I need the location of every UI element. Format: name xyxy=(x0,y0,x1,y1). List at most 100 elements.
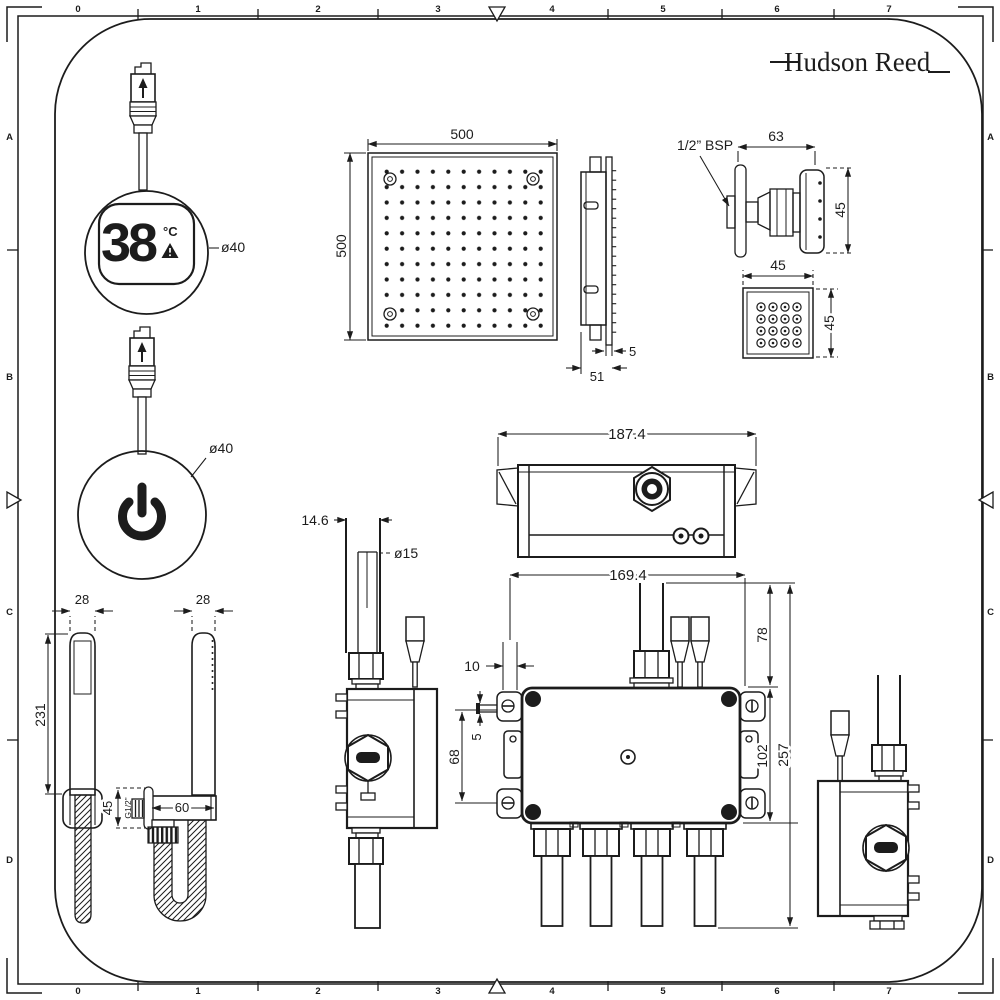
box-bracket-right xyxy=(734,467,757,507)
hose-nut xyxy=(147,826,179,844)
ruler-label: 3 xyxy=(435,4,440,15)
head-screws xyxy=(383,172,540,321)
corner-mark-tr xyxy=(958,6,994,42)
mixer-box-front-view: 169.4 10 5 68 xyxy=(444,565,798,929)
jet-wall-plate xyxy=(734,164,747,258)
power-control: ø40 xyxy=(77,326,236,580)
corner-screw xyxy=(525,804,541,820)
nozzle-ticks xyxy=(612,166,617,338)
center-port xyxy=(620,749,636,765)
dim-pipe-diameter: ø15 xyxy=(394,545,418,561)
ruler-label: 2 xyxy=(315,4,320,15)
valve-pipe-bottom xyxy=(354,863,381,929)
inlet-nut xyxy=(633,650,670,679)
corner-screw xyxy=(721,691,737,707)
dim-handset-side-width: 28 xyxy=(196,592,210,607)
outlet-connector xyxy=(579,821,623,927)
dim-box-top-width: 187.4 xyxy=(608,426,646,443)
center-arrow-left-icon xyxy=(6,490,23,510)
outlet-connector xyxy=(683,821,727,927)
connector-plug-icon xyxy=(128,326,156,455)
dim-pipe-offset: 14.6 xyxy=(301,512,328,528)
ruler-label: 2 xyxy=(315,986,320,997)
ruler-label: D xyxy=(987,855,994,866)
handset-side-nozzles xyxy=(211,640,214,690)
jet-face-outer xyxy=(742,287,814,359)
dim-outlet-height: 45 xyxy=(100,801,115,815)
hose-front xyxy=(74,794,92,924)
nozzle-grid xyxy=(379,164,547,332)
dim-head-height: 500 xyxy=(333,234,349,258)
box-cable-plug-icon xyxy=(690,616,710,688)
dim-bracket-width: 60 xyxy=(175,800,189,815)
power-dial xyxy=(77,450,207,580)
body-jet-front-view: 45 45 xyxy=(742,255,840,359)
brand-name: Hudson Reed xyxy=(784,47,931,77)
corner-mark-bl xyxy=(6,958,42,994)
handset-holder xyxy=(62,788,103,829)
dim-inlet-height: 78 xyxy=(754,627,770,643)
outlet-connector xyxy=(530,821,574,927)
connector-plug-icon xyxy=(129,62,157,191)
warning-icon xyxy=(161,243,179,258)
head-side-body xyxy=(580,171,607,326)
body-jet-side-view: 1/2” BSP 63 45 xyxy=(675,126,853,258)
dim-thermostat-diameter: ø40 xyxy=(221,239,245,255)
outlet-connector xyxy=(630,821,674,927)
ruler-label: 7 xyxy=(886,4,891,15)
ruler-label: 1 xyxy=(195,4,201,15)
ruler-label: C xyxy=(987,607,994,618)
shower-head-front-view: 500 500 xyxy=(331,124,558,341)
ruler-label: 1 xyxy=(195,986,201,997)
brand-logo: Hudson Reed xyxy=(770,47,950,77)
ruler-label: 6 xyxy=(774,4,779,15)
valve-hex-slot xyxy=(874,842,898,853)
dim-body-height: 102 xyxy=(754,744,770,768)
dim-plate-thickness: 5 xyxy=(629,344,636,359)
dim-pipe-thickness: 5 xyxy=(469,733,484,740)
thermostat-display xyxy=(97,202,196,286)
temperature-value: 38 xyxy=(101,213,157,273)
dim-jet-front-height: 45 xyxy=(821,315,837,331)
dim-tab-spacing: 68 xyxy=(446,749,462,765)
mount-bracket xyxy=(503,730,523,779)
corner-screw xyxy=(721,804,737,820)
head-inner-plate xyxy=(371,156,554,337)
valve-cable-plug-icon xyxy=(830,710,850,782)
valve-nut-bottom xyxy=(348,837,384,865)
dim-handset-length: 231 xyxy=(32,703,48,727)
valve-left-side-view: 14.6 ø15 xyxy=(299,510,439,929)
center-arrow-top-icon xyxy=(487,6,507,23)
handset-body xyxy=(69,632,96,796)
hose-side xyxy=(153,819,207,922)
valve-hex-slot xyxy=(356,752,380,763)
dim-jet-front-width: 45 xyxy=(770,257,786,273)
ruler-label: D xyxy=(6,855,13,866)
mixer-box-top-view: 187.4 xyxy=(496,424,757,558)
handset-body-side xyxy=(191,632,216,796)
ruler-label: 4 xyxy=(549,986,555,997)
dim-side-depth: 51 xyxy=(590,369,604,384)
jet-nut xyxy=(769,188,794,237)
dim-total-height: 257 xyxy=(775,743,791,767)
ruler-label: A xyxy=(987,132,994,143)
jet-face-inner xyxy=(746,291,810,355)
temperature-unit: °C xyxy=(163,224,178,239)
power-icon xyxy=(118,482,166,541)
ruler-label: 5 xyxy=(660,4,666,15)
dim-jet-thread: 1/2” BSP xyxy=(677,137,733,153)
ruler-label: 4 xyxy=(549,4,555,15)
ruler-label: 0 xyxy=(75,986,80,997)
ruler-label: 7 xyxy=(886,986,891,997)
jet-head-side xyxy=(799,169,825,254)
box-cable-plug-icon xyxy=(670,616,690,688)
dim-jet-side-height: 45 xyxy=(832,202,848,218)
valve-nut-top xyxy=(348,652,384,680)
ruler-label: B xyxy=(6,372,13,383)
box-bracket-left xyxy=(496,467,519,507)
ruler-label: 5 xyxy=(660,986,666,997)
head-outer-plate xyxy=(367,152,558,341)
corner-mark-tl xyxy=(6,6,42,42)
dim-power-diameter: ø40 xyxy=(209,440,233,456)
